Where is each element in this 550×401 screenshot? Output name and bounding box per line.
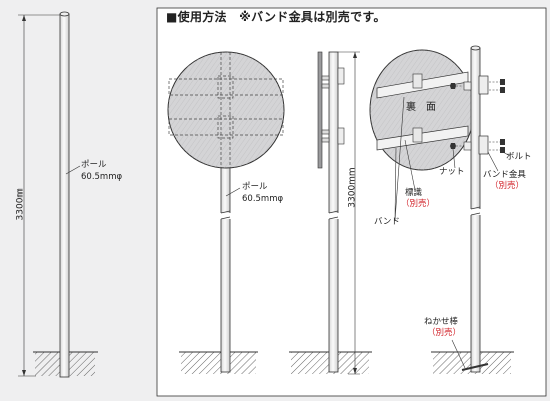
- left-pole-label: ポール: [81, 160, 107, 170]
- bolt-lower-b: [500, 147, 505, 153]
- left-pole-size: 60.5mmφ: [81, 172, 123, 182]
- clamp-lower-side: [337, 127, 345, 145]
- back-side-label: 裏 面: [406, 102, 436, 113]
- band-lower-back: [376, 125, 469, 151]
- band-fitting-lower: [478, 135, 489, 155]
- band-fitting-label: バンド金具: [483, 170, 526, 180]
- fig2-height-label: 3300mm: [347, 167, 358, 208]
- clamp-upper-side: [337, 67, 345, 85]
- sign-label: 標識: [405, 188, 423, 198]
- figure-front-view: [167, 51, 285, 374]
- fig1-pole-label: ポール: [242, 182, 268, 192]
- bolt-upper-b: [500, 87, 505, 93]
- band-fitting-note: （別売）: [490, 181, 525, 191]
- figure-side-view: [289, 51, 372, 375]
- band-fitting-upper: [478, 75, 489, 95]
- nut-label: ナット: [439, 167, 465, 177]
- stake-note: （別売）: [427, 328, 462, 338]
- fig1-pole-size: 60.5mmφ: [242, 194, 284, 204]
- ground-hatch-1: [181, 352, 256, 374]
- sign-edge-side: [317, 51, 323, 169]
- pole-front: [220, 159, 231, 373]
- stake-label: ねかせ棒: [424, 317, 459, 327]
- page-title: ■使用方法 ※バンド金具は別売です。: [166, 10, 386, 24]
- left-height-label: 3300㎜: [15, 188, 26, 221]
- band-lower-front: [168, 118, 284, 136]
- figure-back-view: [369, 45, 514, 374]
- nut-upper: [450, 83, 456, 89]
- sign-note: （別売）: [401, 199, 436, 209]
- bolt-upper-a: [500, 79, 505, 85]
- band-upper-front: [168, 78, 284, 96]
- stake: [461, 363, 489, 371]
- nut-lower: [450, 143, 456, 149]
- band-label: バンド: [374, 217, 400, 227]
- pole-cap-left: [59, 11, 70, 17]
- bolt-lower-a: [500, 139, 505, 145]
- bolt-label: ボルト: [506, 152, 532, 162]
- left-pole-figure: [18, 11, 98, 378]
- pole-left: [59, 13, 70, 378]
